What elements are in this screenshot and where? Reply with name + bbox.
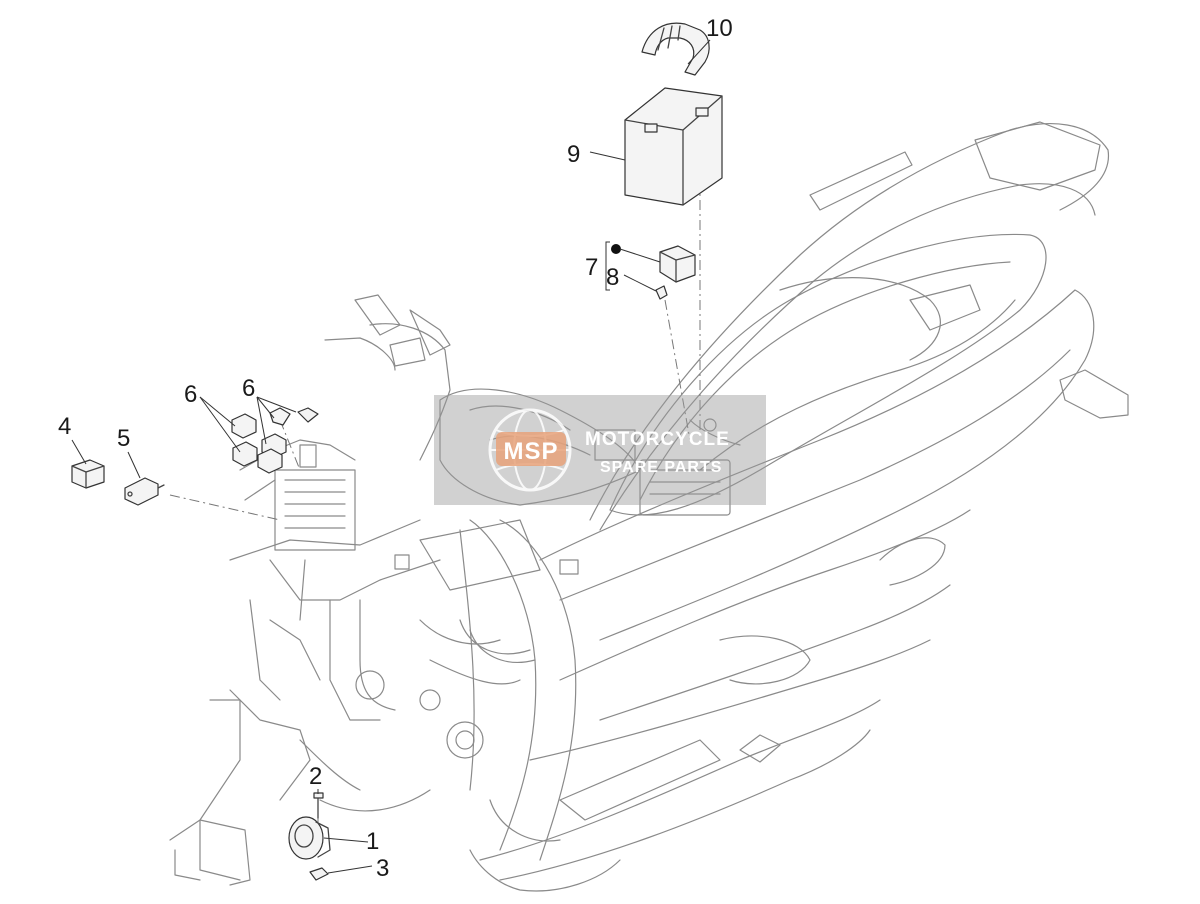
callout-2: 2 xyxy=(309,763,322,790)
callout-7: 7 xyxy=(585,254,598,281)
fuse-part xyxy=(655,285,668,300)
watermark-line2: SPARE PARTS xyxy=(600,459,722,476)
callout-1: 1 xyxy=(366,828,379,855)
control-unit-part xyxy=(71,459,105,489)
callout-6b: 6 xyxy=(242,375,255,402)
fuse-holder-parts xyxy=(231,407,319,474)
horn-part xyxy=(288,816,331,860)
callout-9: 9 xyxy=(567,141,580,168)
front-frame-drawing xyxy=(169,294,741,886)
leader-lines xyxy=(71,39,711,874)
callout-labels: 1 2 3 4 5 6 6 7 8 9 10 xyxy=(58,15,733,882)
battery-part xyxy=(624,87,723,206)
watermark: MSP MOTORCYCLE SPARE PARTS xyxy=(434,395,766,505)
bracket-part xyxy=(309,867,329,881)
scooter-body-drawing xyxy=(419,121,1129,892)
parts xyxy=(71,22,723,881)
callout-4: 4 xyxy=(58,413,71,440)
callout-5: 5 xyxy=(117,425,130,452)
battery-strap-part xyxy=(641,22,710,76)
relay-part xyxy=(611,244,696,283)
callout-3: 3 xyxy=(376,855,389,882)
watermark-line1: MOTORCYCLE xyxy=(585,429,730,450)
watermark-logo: MSP xyxy=(503,438,558,465)
callout-10: 10 xyxy=(706,15,733,42)
callout-6a: 6 xyxy=(184,381,197,408)
callout-8: 8 xyxy=(606,264,619,291)
regulator-part xyxy=(124,477,165,506)
screw-part xyxy=(313,792,324,819)
